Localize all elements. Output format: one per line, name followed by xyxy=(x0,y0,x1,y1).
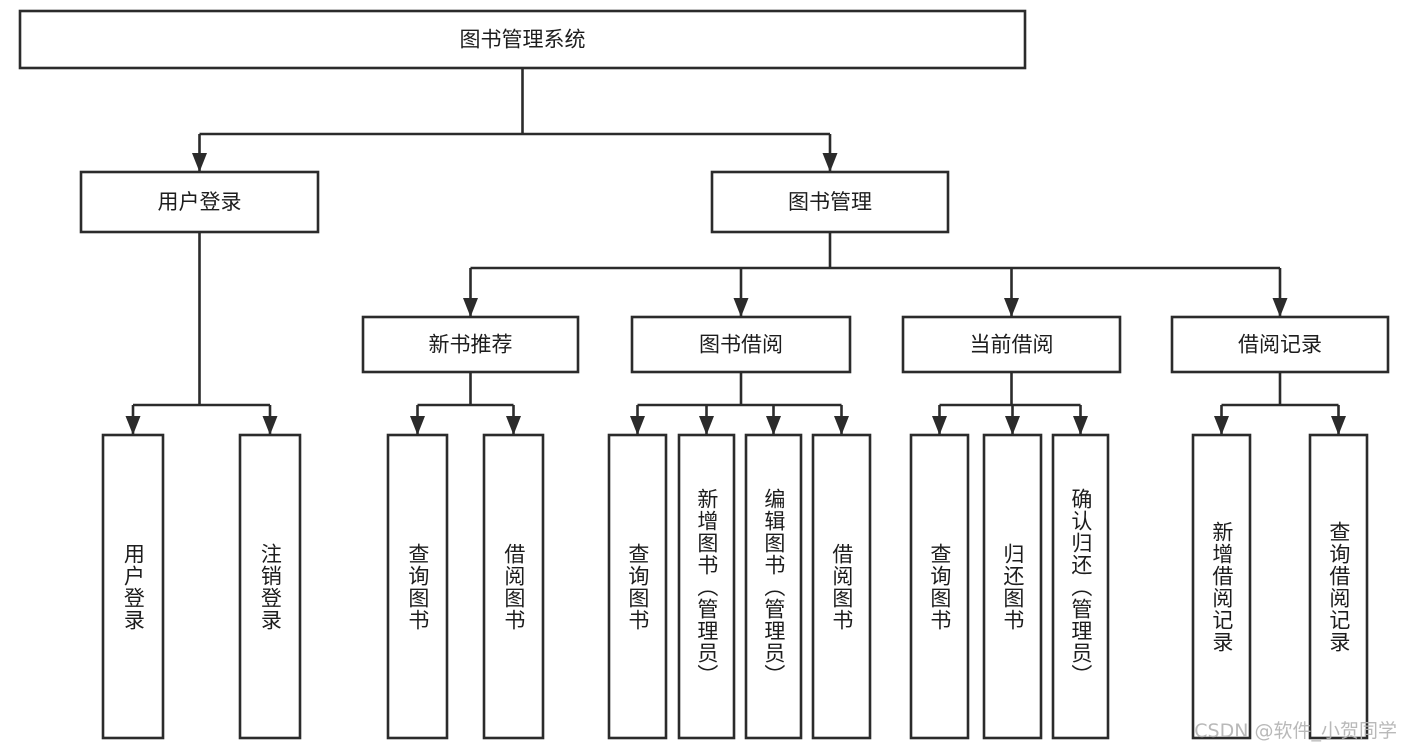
connector-arrowhead xyxy=(1073,416,1088,435)
connector-arrowhead xyxy=(699,416,714,435)
node-box-current-borrow[interactable] xyxy=(901,315,1122,374)
connector-arrowhead xyxy=(822,153,838,172)
node-box-leaf-borrow-book[interactable] xyxy=(811,433,872,740)
node-box-book-manage[interactable] xyxy=(710,170,950,234)
node-label-root: 图书管理系统 xyxy=(460,28,586,52)
connector-arrowhead xyxy=(506,416,521,435)
connector-arrowhead xyxy=(1005,416,1020,435)
connector-arrowhead xyxy=(630,416,645,435)
connector-arrowhead xyxy=(1214,416,1229,435)
connector-arrowhead xyxy=(463,298,478,317)
connector-arrowhead xyxy=(262,416,278,435)
node-box-borrow-record[interactable] xyxy=(1170,315,1390,374)
connector-arrowhead xyxy=(1272,298,1288,317)
node-box-leaf-user-login[interactable] xyxy=(101,433,165,740)
connector-arrowhead xyxy=(766,416,781,435)
connector-arrowhead xyxy=(932,416,947,435)
node-label-borrow-record: 借阅记录 xyxy=(1238,333,1322,357)
node-box-user-login[interactable] xyxy=(79,170,320,234)
node-label-new-book-recommend: 新书推荐 xyxy=(429,333,513,357)
node-box-leaf-query-book-current[interactable] xyxy=(909,433,970,740)
node-box-new-book-recommend[interactable] xyxy=(361,315,580,374)
node-box-leaf-add-borrow-record[interactable] xyxy=(1191,433,1252,740)
connector-arrowhead xyxy=(192,153,207,172)
node-box-book-borrow[interactable] xyxy=(630,315,852,374)
connector-arrowhead xyxy=(733,298,749,317)
node-label-current-borrow: 当前借阅 xyxy=(970,333,1054,357)
node-box-leaf-confirm-return[interactable] xyxy=(1051,433,1110,740)
connector-arrowhead xyxy=(1331,416,1346,435)
node-box-root[interactable] xyxy=(18,9,1027,70)
node-box-leaf-query-borrow-record[interactable] xyxy=(1308,433,1369,740)
node-box-leaf-borrow-book-recommend[interactable] xyxy=(482,433,545,740)
connector-arrowhead xyxy=(1004,298,1019,317)
node-box-leaf-query-book-borrow[interactable] xyxy=(607,433,668,740)
node-label-book-borrow: 图书借阅 xyxy=(699,333,783,357)
node-box-leaf-logout[interactable] xyxy=(238,433,302,740)
connector-layer xyxy=(125,68,1346,435)
watermark-text: CSDN @软件_小贺同学 xyxy=(1194,720,1397,742)
node-label-book-manage: 图书管理 xyxy=(788,190,872,214)
node-box-leaf-add-book[interactable] xyxy=(677,433,736,740)
connector-arrowhead xyxy=(410,416,425,435)
connector-arrowhead xyxy=(834,416,849,435)
node-label-user-login: 用户登录 xyxy=(158,190,242,214)
node-box-leaf-query-book-recommend[interactable] xyxy=(386,433,449,740)
box-layer xyxy=(18,9,1390,740)
connector-arrowhead xyxy=(125,416,141,435)
node-box-leaf-edit-book[interactable] xyxy=(744,433,803,740)
node-box-leaf-return-book[interactable] xyxy=(982,433,1043,740)
